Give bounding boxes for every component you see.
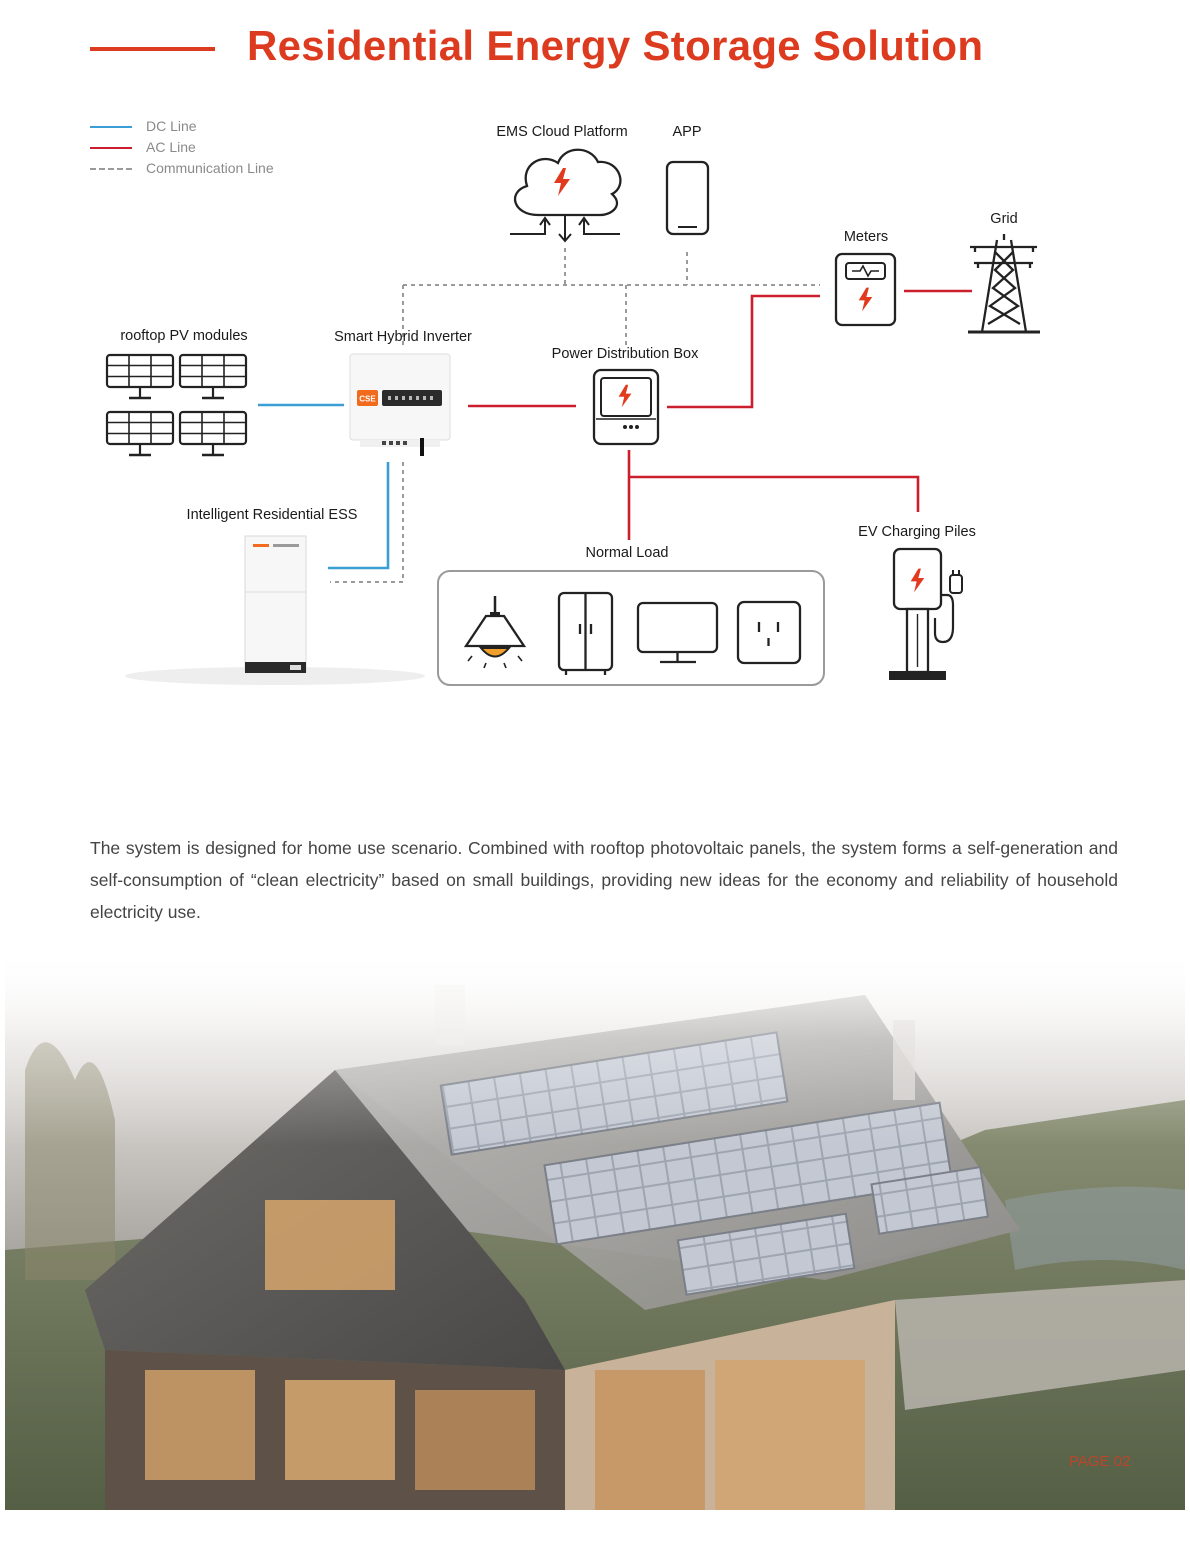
refrigerator-icon (557, 591, 614, 675)
communication-lines (330, 248, 820, 583)
ems-label: EMS Cloud Platform (496, 124, 627, 140)
title-rule (90, 47, 215, 51)
cloud-platform-icon (510, 148, 622, 243)
system-diagram: EMS Cloud Platform APP Meters Grid rooft… (105, 124, 1040, 686)
page-number: PAGE 02 (1069, 1453, 1131, 1470)
pv-modules-icon (105, 353, 248, 457)
load-label: Normal Load (585, 545, 668, 561)
inverter-brand: CSE (359, 395, 376, 404)
ev-label: EV Charging Piles (858, 524, 976, 540)
inverter-image: CSE (349, 353, 451, 456)
pdb-label: Power Distribution Box (552, 346, 699, 362)
dc-lines (258, 403, 390, 570)
app-label: APP (672, 124, 701, 140)
legend-swatch-comm (90, 168, 132, 170)
pv-label: rooftop PV modules (120, 328, 247, 344)
ess-image (125, 535, 425, 685)
tv-icon (636, 601, 719, 664)
page-title: Residential Energy Storage Solution (247, 22, 984, 69)
grid-tower-icon (968, 234, 1040, 334)
meters-label: Meters (844, 229, 888, 245)
grid-label: Grid (990, 211, 1017, 227)
normal-load-box (437, 570, 825, 686)
inverter-label: Smart Hybrid Inverter (334, 329, 472, 345)
distribution-box-icon (592, 368, 660, 446)
legend-label-dc: DC Line (146, 118, 197, 134)
description-text: The system is designed for home use scen… (90, 838, 1118, 922)
house-photo (5, 950, 1185, 1510)
phone-icon (665, 160, 710, 236)
lamp-icon (463, 596, 527, 669)
legend-swatch-ac (90, 147, 132, 149)
legend-label-comm: Communication Line (146, 160, 274, 176)
meter-icon (834, 252, 897, 327)
ac-lines (468, 289, 972, 540)
legend-swatch-dc (90, 126, 132, 128)
legend-label-ac: AC Line (146, 139, 196, 155)
outlet-icon (736, 600, 802, 665)
ess-label: Intelligent Residential ESS (187, 507, 358, 523)
ev-charger-icon (889, 547, 963, 680)
